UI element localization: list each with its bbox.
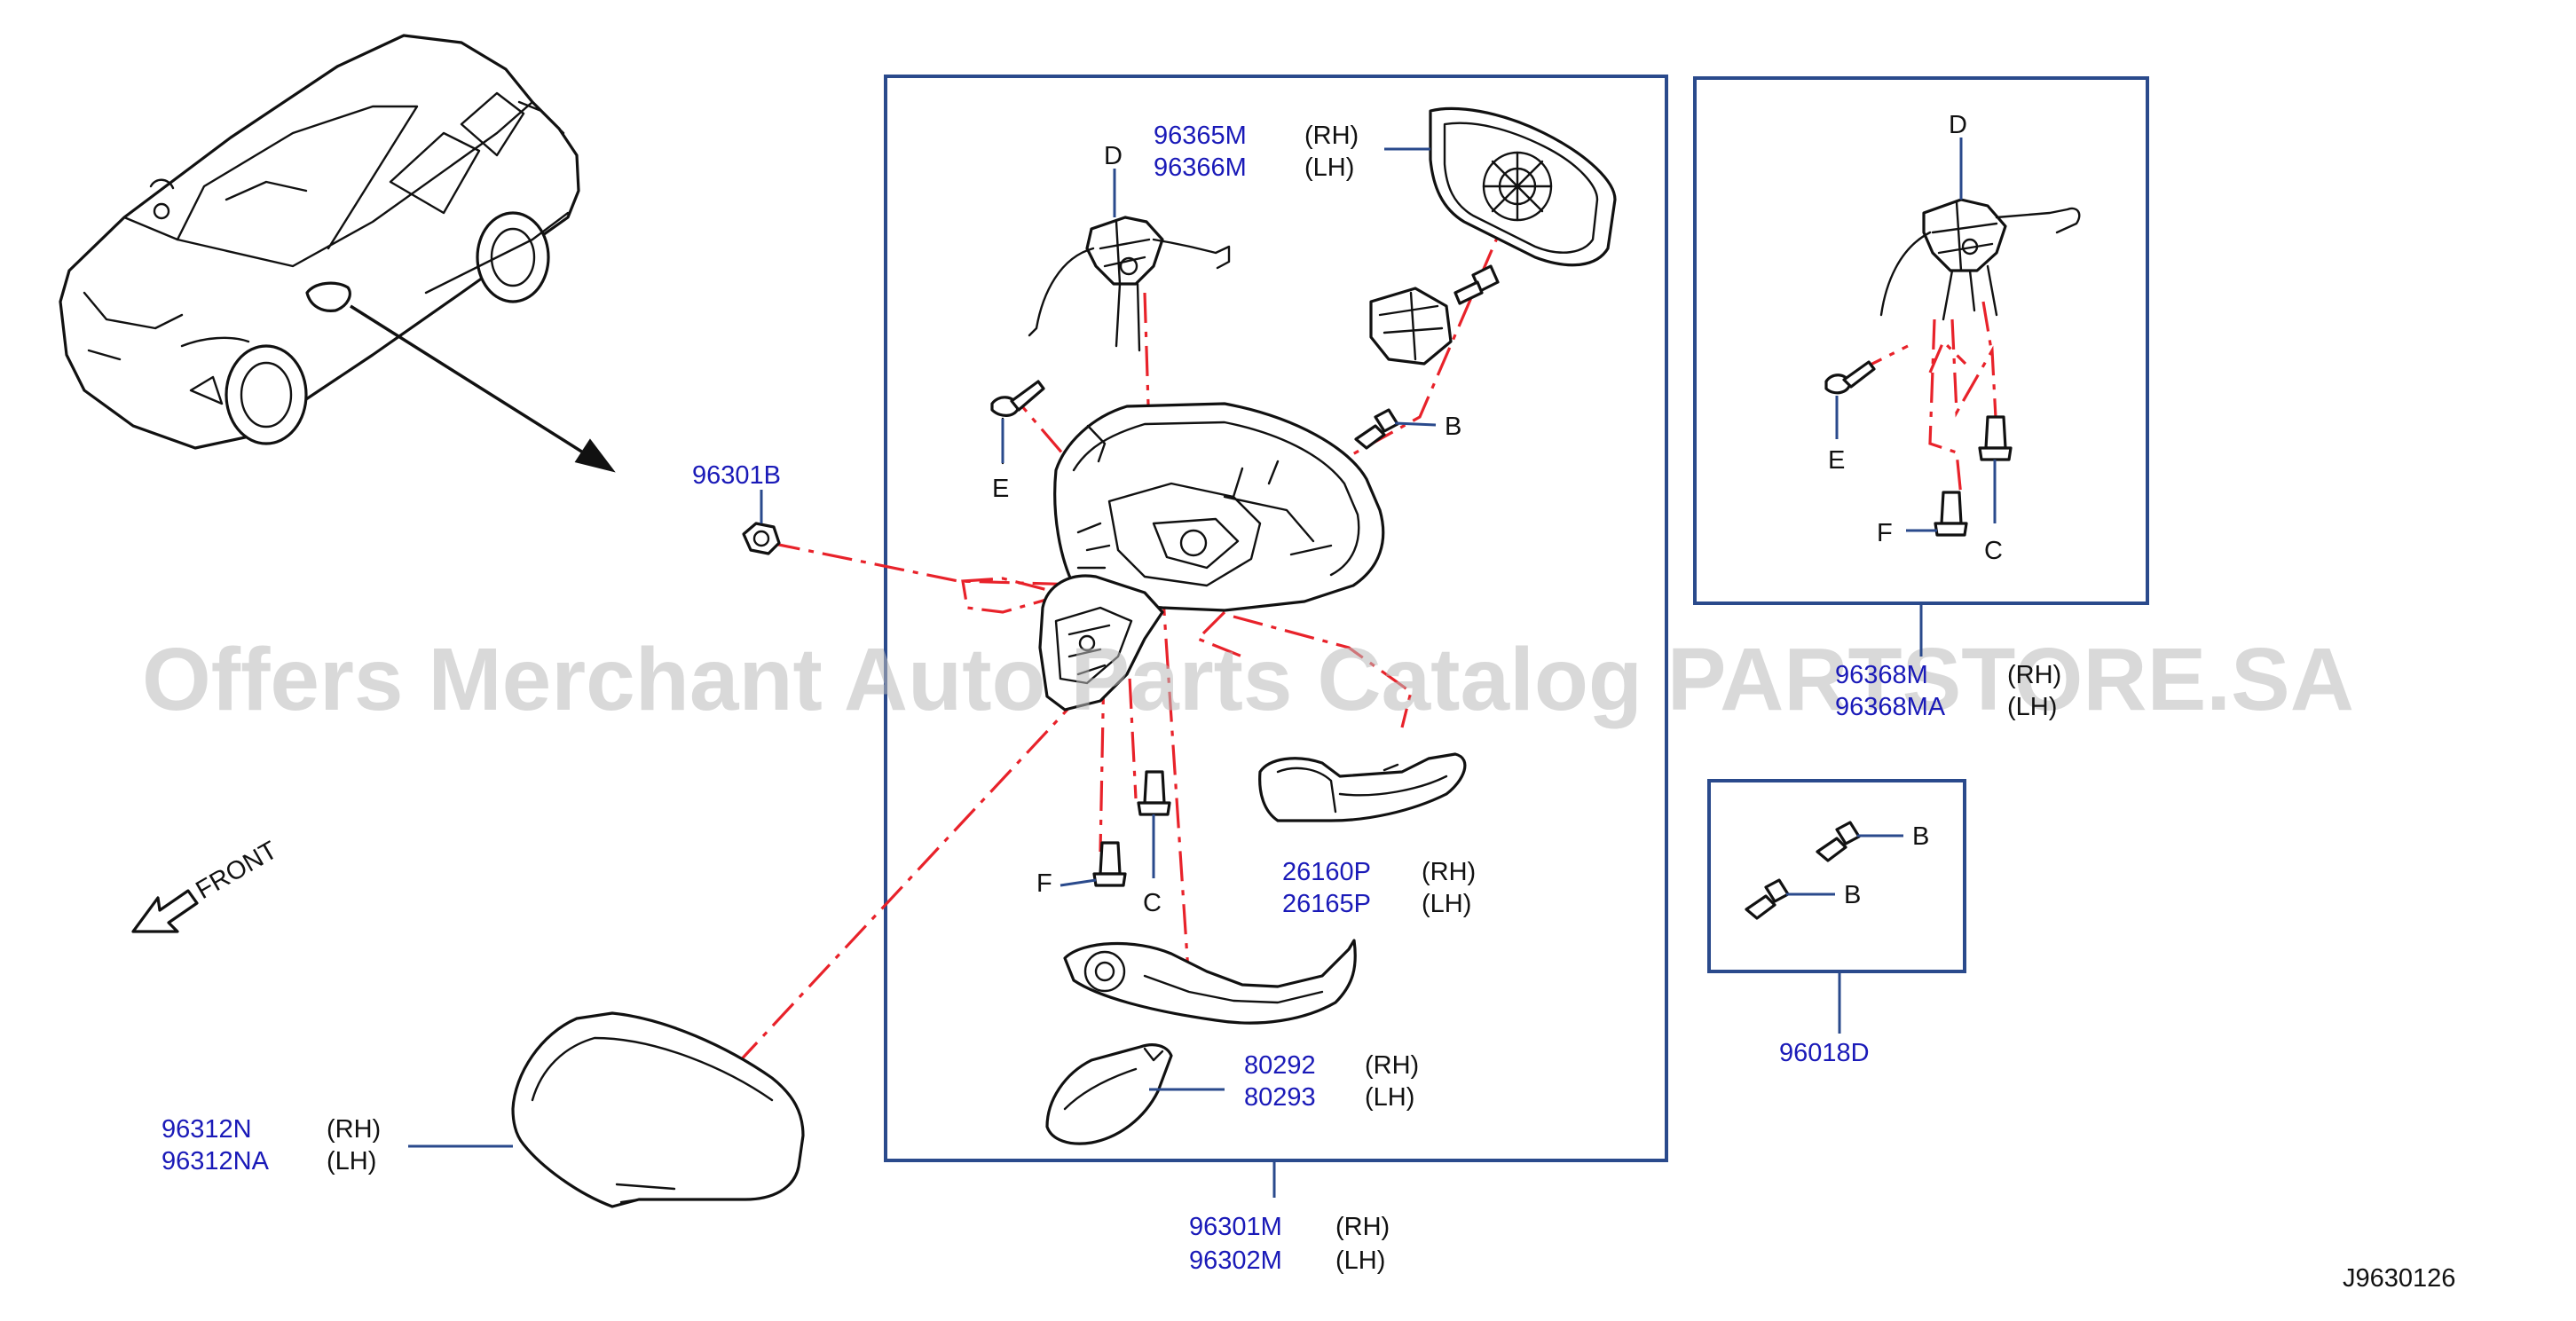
vehicle-illustration <box>59 34 616 473</box>
label-side-f: F <box>1877 519 1893 547</box>
callout-cover-lh-number: 80293 <box>1244 1083 1316 1112</box>
callout-glass-lh-number: 96366M <box>1154 153 1247 182</box>
mirror-actuator-part <box>1028 216 1231 352</box>
diagram-id: J9630126 <box>2343 1264 2455 1293</box>
label-side-c: C <box>1984 537 2003 565</box>
callout-assembly-lh-number: 96302M <box>1189 1246 1282 1275</box>
callout-cap-rh-side: (RH) <box>327 1115 381 1144</box>
lower-mount-part <box>1063 939 1357 1025</box>
nut-part <box>742 522 781 555</box>
callout-96301b: 96301B <box>692 461 781 490</box>
callout-assembly-lh-side: (LH) <box>1335 1246 1385 1275</box>
watermark-text: Offers Merchant Auto Parts Catalog PARTS… <box>142 630 2354 729</box>
callout-glass-rh-number: 96365M <box>1154 122 1247 150</box>
callout-lamp-lh-number: 26165P <box>1282 890 1371 918</box>
callout-glass-lh-side: (LH) <box>1304 153 1354 182</box>
actuator-detail-box <box>1693 76 2149 605</box>
callout-glass-rh-side: (RH) <box>1304 122 1359 150</box>
callout-cap-rh-number: 96312N <box>161 1115 252 1144</box>
callout-lamp-lh-side: (LH) <box>1422 890 1471 918</box>
callout-actuator-rh-number: 96368M <box>1835 661 1928 689</box>
callout-cover-rh-number: 80292 <box>1244 1051 1316 1080</box>
callout-actuator-rh-side: (RH) <box>2007 661 2061 689</box>
screw-f-part <box>1060 841 1127 887</box>
actuator-dashed-lines <box>1854 301 1998 498</box>
mirror-base-bracket <box>1038 574 1164 712</box>
mirror-cover-part <box>1045 1043 1225 1145</box>
glass-motor-part <box>1369 264 1500 366</box>
mirror-glass-part <box>1384 106 1617 267</box>
label-main-f: F <box>1036 869 1052 898</box>
callout-cap-lh-number: 96312NA <box>161 1147 270 1176</box>
label-side-e: E <box>1828 446 1845 475</box>
label-main-c: C <box>1143 889 1162 917</box>
label-kit-b1: B <box>1912 822 1929 851</box>
actuator-screw-f <box>1906 491 1968 537</box>
callout-actuator-lh-number: 96368MA <box>1835 693 1946 721</box>
callout-lamp-rh-number: 26160P <box>1282 858 1371 886</box>
label-side-d: D <box>1949 111 1967 139</box>
callout-lamp-rh-side: (RH) <box>1422 858 1476 886</box>
mirror-housing-part <box>1053 402 1385 612</box>
screw-c-part <box>1137 770 1171 878</box>
callout-cover-rh-side: (RH) <box>1365 1051 1419 1080</box>
mirror-cap-part <box>408 1011 805 1208</box>
kit-screw-2 <box>1745 878 1835 920</box>
actuator-detail-part <box>1879 138 2081 321</box>
main-assembly-box <box>884 75 1668 1162</box>
kit-screw-1 <box>1816 821 1903 862</box>
callout-assembly-rh-side: (RH) <box>1335 1213 1390 1241</box>
callout-assembly-rh-number: 96301M <box>1189 1213 1282 1241</box>
screw-b-part <box>1354 408 1437 450</box>
callout-cap-lh-side: (LH) <box>327 1147 376 1176</box>
screw-kit-box <box>1707 779 1966 973</box>
actuator-screw-c <box>1978 415 2013 523</box>
front-direction-indicator: FRONT <box>131 836 283 933</box>
label-kit-b2: B <box>1844 881 1861 909</box>
actuator-screw-e <box>1824 360 1876 439</box>
label-main-b: B <box>1445 413 1461 441</box>
callout-actuator-lh-side: (LH) <box>2007 693 2057 721</box>
main-leader-lines <box>1001 169 1841 1198</box>
front-label: FRONT <box>192 836 283 905</box>
callout-screw-kit: 96018D <box>1779 1039 1870 1067</box>
label-main-e: E <box>992 475 1009 503</box>
turn-signal-lamp-part <box>1258 752 1467 822</box>
label-main-d: D <box>1104 142 1123 170</box>
callout-cover-lh-side: (LH) <box>1365 1083 1414 1112</box>
